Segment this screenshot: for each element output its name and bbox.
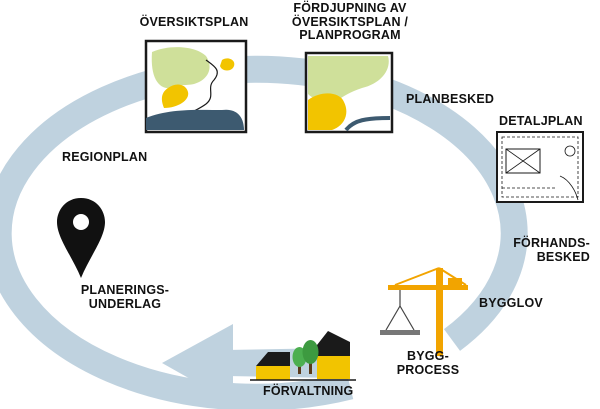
label-oversiktsplan: ÖVERSIKTSPLAN [139,15,249,29]
label-planbesked: PLANBESKED [406,92,495,106]
oversiktsplan-map-icon [144,39,248,134]
location-pin-icon [57,198,105,278]
cycle-arrowhead-icon [162,324,233,403]
label-fordjupning-line1: FÖRDJUPNING AV [293,1,407,15]
label-byggprocess-line1: BYGG- [407,349,449,363]
label-fordjupning-line2: ÖVERSIKTSPLAN / [291,14,409,29]
houses-trees-icon [250,331,356,381]
label-forvaltning: FÖRVALTNING [263,384,354,398]
label-bygglov: BYGGLOV [479,296,543,310]
label-byggprocess: BYGG- PROCESS [386,349,470,377]
label-planeringsunderlag: PLANERINGS- UNDERLAG [70,283,180,311]
label-fordjupning: FÖRDJUPNING AV ÖVERSIKTSPLAN / PLANPROGR… [278,1,422,43]
label-planeringsunderlag-line2: UNDERLAG [88,296,162,311]
label-planeringsunderlag-line1: PLANERINGS- [80,283,170,297]
label-forhandsbesked: FÖRHANDS- BESKED [494,236,590,264]
label-fordjupning-line3: PLANPROGRAM [299,28,401,42]
label-byggprocess-line2: PROCESS [396,362,460,377]
construction-crane-icon [380,267,468,356]
label-detaljplan: DETALJPLAN [499,114,583,128]
label-regionplan: REGIONPLAN [62,150,148,164]
fordjupning-map-icon [304,51,394,134]
label-forhandsbesked-line1: FÖRHANDS- [513,236,590,250]
detaljplan-drawing-icon [496,131,584,203]
label-forhandsbesked-line2: BESKED [536,249,590,264]
